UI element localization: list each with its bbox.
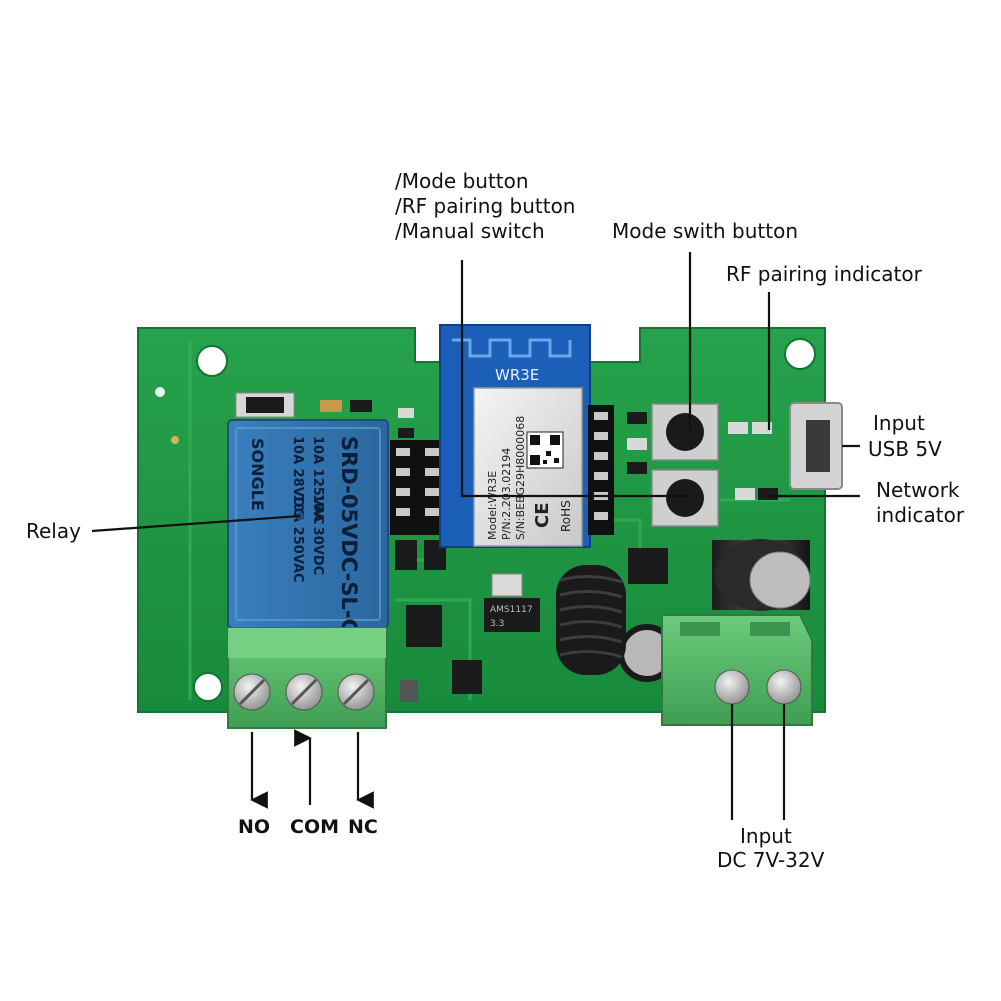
label-input-usb-line1: Input [873, 411, 925, 435]
electrolytic-capacitor-large [712, 539, 811, 611]
label-mode-button: /Mode button [395, 169, 529, 193]
mounting-hole [784, 338, 816, 370]
ldo-label: AMS1117 [490, 605, 533, 615]
module-model: Model:WR3E [486, 471, 499, 540]
qr-code [526, 431, 564, 469]
label-network-indicator-line1: Network [876, 478, 960, 502]
smd-components [320, 400, 414, 438]
label-network-indicator-line2: indicator [876, 503, 965, 527]
label-manual-switch: /Manual switch [395, 219, 545, 243]
mounting-hole [196, 345, 228, 377]
micro-usb-port [789, 402, 843, 490]
relay-model: SRD-05VDC-SL-C [337, 436, 361, 634]
terminal-screw-dc-minus [714, 669, 750, 705]
module-ce-mark: CE [532, 502, 553, 528]
relay-output-terminal [227, 627, 387, 729]
module-sn: S/N:BEBG29H8000068 [514, 416, 527, 540]
callout-manual-switch [460, 260, 690, 498]
label-input-dc-line2: DC 7V-32V [717, 848, 825, 872]
smd-components [627, 412, 778, 500]
label-relay: Relay [26, 519, 81, 543]
ldo-regulator: AMS1117 3.3 [484, 573, 540, 632]
relay-rating: 10A 30VDC [310, 494, 325, 575]
ic-chip [400, 548, 668, 702]
mounting-hole [155, 387, 165, 397]
module-name: WR3E [495, 366, 539, 384]
label-rf-pairing-button: /RF pairing button [395, 194, 575, 218]
callout-lines [91, 252, 860, 820]
pin-header-right [588, 405, 614, 535]
smd-diode [235, 392, 295, 418]
label-input-dc-line1: Input [740, 824, 792, 848]
callout-relay [91, 514, 301, 533]
label-mode-switch-button: Mode swith button [612, 219, 798, 243]
manual-tactile-button [651, 469, 719, 527]
rf-coil-antenna [556, 565, 626, 675]
mounting-hole [193, 672, 223, 702]
relay-rating: 10A 125VAC [310, 436, 325, 525]
mounting-hole [171, 436, 179, 444]
label-input-usb-line2: USB 5V [868, 437, 942, 461]
module-pn: P/N:2.203.02194 [500, 448, 513, 540]
module-rohs-mark: RoHS [559, 500, 573, 532]
mode-switch-tactile-button [651, 403, 719, 461]
relay: SONGLE 10A 250VAC 10A 125VAC 10A 30VDC 1… [227, 419, 389, 634]
label-rf-pairing-indicator: RF pairing indicator [726, 262, 923, 286]
label-nc: NC [348, 816, 378, 838]
relay-brand: SONGLE [248, 438, 267, 511]
terminal-screw-dc-plus [766, 669, 802, 705]
label-com: COM [290, 816, 339, 838]
ldo-label: 3.3 [490, 619, 504, 629]
dc-input-terminal [661, 614, 813, 726]
relay-rating: 10A 28VDC [290, 436, 305, 517]
label-no: NO [238, 816, 270, 838]
output-arrows [250, 729, 374, 809]
